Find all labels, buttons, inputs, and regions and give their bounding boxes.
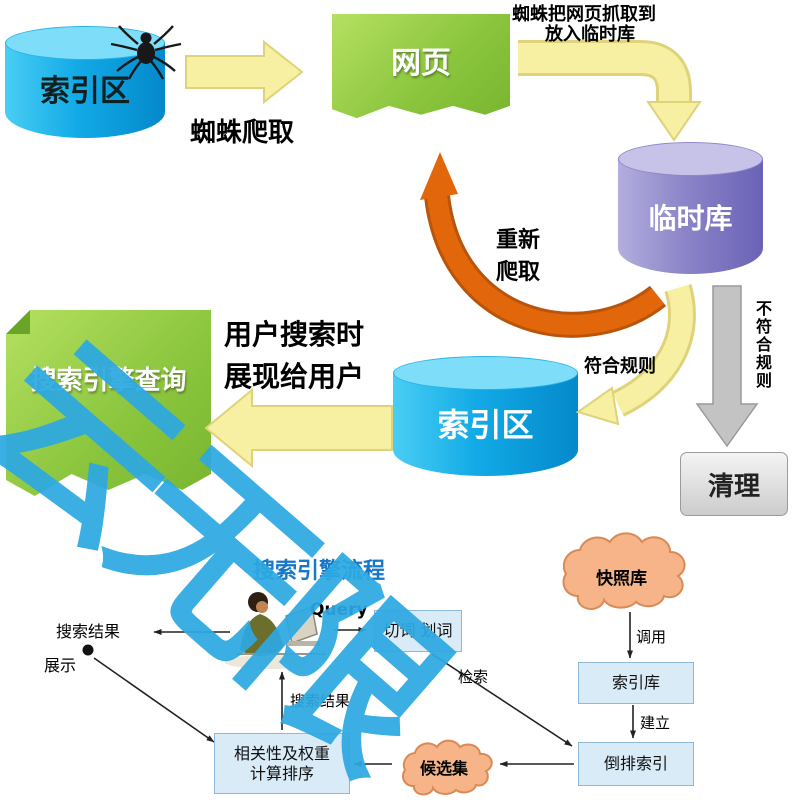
index-db-cylinder: 索引区	[393, 356, 578, 476]
recrawl-label: 重新 爬取	[496, 222, 540, 286]
display-line2: 展示	[44, 656, 77, 675]
show-note-line2: 展现给用户	[224, 360, 365, 393]
black-dot	[82, 644, 94, 656]
clean-box: 清理	[680, 452, 788, 516]
arrow-source-to-webpage	[185, 39, 304, 105]
arrow-tempdb-to-index-head	[575, 386, 620, 426]
recrawl-line1: 重新	[496, 228, 541, 253]
ranking-box: 相关性及权重 计算排序	[214, 733, 350, 794]
index-store-box: 索引库	[578, 662, 694, 704]
index-db-label: 索引区	[437, 406, 534, 444]
segment-box: 切词 划词	[374, 610, 462, 652]
rule-ok-label: 符合规则	[584, 356, 656, 377]
snapshot-cloud-label: 快照库	[596, 569, 647, 589]
edge-segment-to-inverted	[431, 653, 573, 747]
arrow-tempdb-to-index	[612, 284, 693, 414]
recrawl-line2: 爬取	[496, 260, 541, 285]
ranking-line2: 计算排序	[249, 763, 314, 783]
call-edge-label: 调用	[636, 628, 667, 646]
query-text-label: Query	[310, 600, 368, 620]
grab-note-line2: 放入临时库	[545, 24, 635, 45]
source-index-cylinder: 索引区	[5, 26, 165, 138]
arrow-webpage-to-tempdb-outline	[518, 40, 692, 102]
temp-db-cylinder: 临时库	[618, 142, 763, 274]
query-doc-label: 搜索引擎查询	[30, 366, 187, 396]
display-line1: 搜索结果	[56, 622, 121, 641]
crawl-note-label: 蜘蛛爬取	[190, 118, 295, 148]
temp-db-label: 临时库	[648, 202, 733, 235]
source-index-label: 索引区	[40, 74, 130, 109]
webpage-doc: 网页	[332, 14, 510, 119]
cylinder-top	[618, 142, 763, 176]
ranking-line1: 相关性及权重	[233, 743, 330, 763]
show-note-label: 用户搜索时 展现给用户	[224, 314, 364, 398]
show-note-line1: 用户搜索时	[224, 318, 365, 351]
arrow-webpage-to-tempdb-head	[646, 101, 702, 142]
bottom-flow-title: 搜索引擎流程	[253, 559, 386, 584]
cylinder-top	[393, 356, 578, 390]
retrieve-edge-label: 检索	[458, 668, 489, 686]
arrow-recrawl-head	[420, 152, 458, 200]
cylinder-body	[393, 373, 578, 476]
build-edge-label: 建立	[640, 714, 671, 732]
webpage-label: 网页	[391, 46, 451, 81]
result-edge-label: 搜索结果	[290, 692, 351, 710]
candidate-cloud-label: 候选集	[420, 759, 469, 778]
arrow-tempdb-to-index-outline	[611, 284, 696, 417]
doc-fold-corner	[6, 310, 30, 334]
arrow-tempdb-to-clean	[695, 285, 759, 448]
query-doc: 搜索引擎查询	[6, 310, 211, 496]
grab-note-line1: 蜘蛛把网页抓取到	[512, 4, 656, 25]
inverted-index-box: 倒排索引	[578, 742, 694, 786]
arrow-webpage-to-tempdb	[518, 43, 689, 102]
rule-bad-label: 不符合规则	[753, 300, 772, 390]
